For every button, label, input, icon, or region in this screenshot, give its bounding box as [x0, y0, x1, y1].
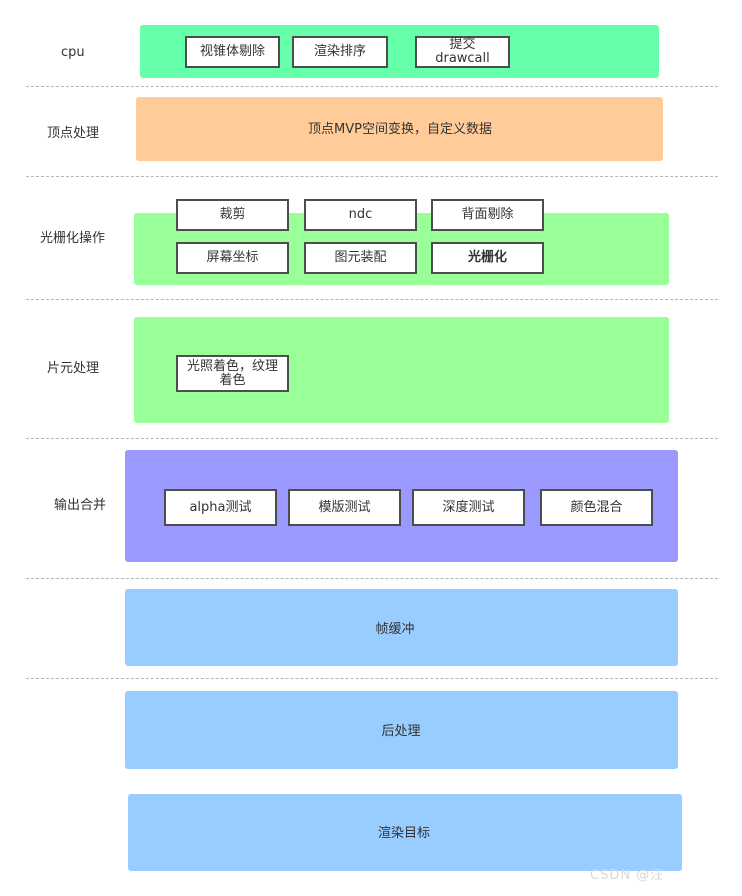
backface-culling-box: 背面剔除	[431, 199, 544, 231]
postprocess-text: 后处理	[381, 724, 421, 739]
separator-3	[26, 299, 718, 300]
separator-1	[26, 86, 718, 87]
stage-label-raster: 光栅化操作	[40, 231, 106, 246]
stage-label-vertex: 顶点处理	[47, 126, 100, 141]
stage-label-cpu: cpu	[61, 45, 85, 60]
separator-6	[26, 678, 718, 679]
rasterization-box: 光栅化	[431, 242, 544, 274]
screen-coords-box: 屏幕坐标	[176, 242, 289, 274]
rendertarget-text: 渲染目标	[377, 826, 431, 841]
vertex-band	[136, 97, 663, 161]
separator-4	[26, 438, 718, 439]
rendertarget-band	[128, 794, 682, 871]
lighting-texture-shading-box: 光照着色，纹理 着色	[176, 355, 289, 392]
stage-label-merge: 输出合并	[54, 498, 107, 513]
render-sort-box: 渲染排序	[292, 36, 388, 68]
vertex-processing-text: 顶点MVP空间变换，自定义数据	[308, 122, 492, 137]
depth-test-box: 深度测试	[412, 489, 525, 526]
ndc-box: ndc	[304, 199, 417, 231]
alpha-test-box: alpha测试	[164, 489, 277, 526]
frustum-culling-box: 视锥体剔除	[185, 36, 280, 68]
clipping-box: 裁剪	[176, 199, 289, 231]
framebuffer-text: 帧缓冲	[375, 622, 415, 637]
postprocess-band	[125, 691, 678, 769]
stage-label-fragment: 片元处理	[47, 361, 100, 376]
color-blend-box: 颜色混合	[540, 489, 653, 526]
watermark: CSDN @汪	[590, 868, 665, 883]
primitive-assembly-box: 图元装配	[304, 242, 417, 274]
stencil-test-box: 模版测试	[288, 489, 401, 526]
submit-drawcall-box: 提交 drawcall	[415, 36, 510, 68]
separator-2	[26, 176, 718, 177]
framebuffer-band	[125, 589, 678, 666]
separator-5	[26, 578, 718, 579]
